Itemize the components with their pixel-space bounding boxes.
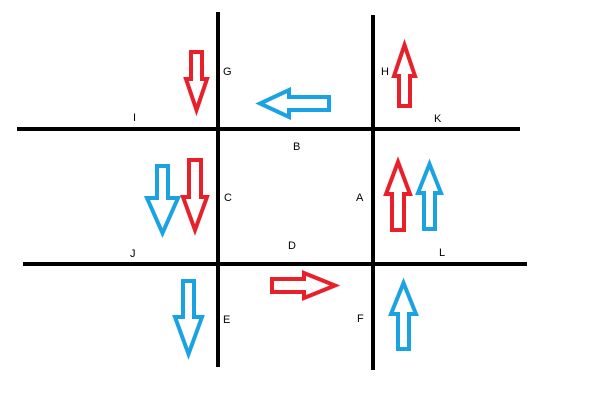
arrow-c-red-down (180, 158, 210, 236)
label-i: I (133, 112, 136, 124)
label-g: G (223, 66, 232, 78)
label-c: C (224, 192, 232, 204)
label-f: F (357, 313, 364, 325)
label-j: J (130, 248, 136, 260)
arrow-g-red-down (183, 50, 210, 117)
label-b: B (293, 141, 300, 153)
arrow-c-blue-down (143, 164, 182, 238)
arrow-f-blue-up (388, 277, 419, 351)
label-k: K (434, 113, 442, 125)
label-e: E (223, 314, 230, 326)
label-h: H (381, 66, 389, 78)
arrow-d-red-right (270, 270, 341, 301)
segment-labels: G H I K B C A D J L E F (130, 66, 445, 326)
label-a: A (356, 192, 364, 204)
arrow-a-blue-up (415, 158, 444, 231)
arrow-e-blue-down (172, 279, 205, 360)
roads (17, 12, 527, 370)
arrow-h-red-up (391, 38, 418, 108)
label-l: L (439, 247, 445, 259)
arrow-a-red-up (383, 156, 413, 232)
arrow-b-blue-left (255, 86, 331, 121)
label-d: D (288, 240, 296, 252)
arrows (143, 38, 444, 360)
